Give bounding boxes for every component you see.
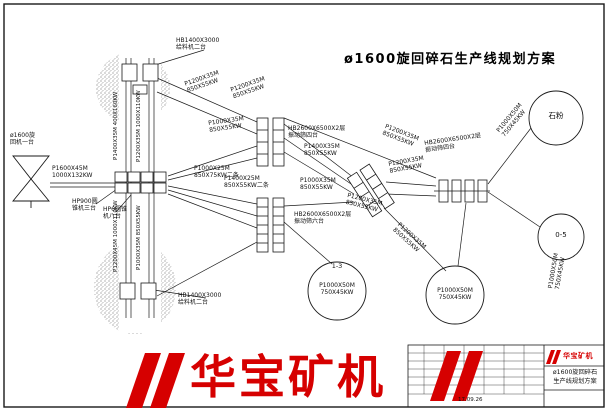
label-conveyor-vertical-1: P1400X35M 400X160KW [113,91,119,160]
label-conveyor-vertical-2: P1200X35M 1000X110KW [136,90,142,162]
titleblock-date: 17.09.26 [458,397,483,403]
titleblock-project-line1: ø1600旋回碎石 [552,369,598,376]
label-hp6-cone-crushers: HP6圆锥 机八台 [103,206,127,220]
label-product-stone-powder: 石粉 [548,111,564,120]
label-conveyor-1: P1200X35M 850X55KW [183,69,220,95]
label-screen-group-2: HB2600X6500X2层 振动筛六台 [294,211,352,225]
titleblock-project-line2: 生产线规划方案 [553,377,597,385]
label-feeder-top: HB1400X3000 给料机二台 [176,37,220,51]
label-conveyor-vertical-3: P1200X45M 1000X110KW [113,200,119,272]
titleblock-project-name: ø1600旋回碎石 生产线规划方案 [547,369,603,386]
label-conveyor-6: P1400X25M 850X55KW二条 [224,175,269,189]
label-feeder-bottom: HB1400X3000 给料机二台 [178,292,222,306]
label-conveyor-4: P1400X35M 850X55KW [304,143,340,157]
label-conveyor-3: P1000X35M 850X55KW [207,115,245,134]
label-conveyor-7: P1000X35M 850X55KW [300,177,336,191]
label-screen-group-1: HB2600X6500X2层 振动筛四台 [288,125,346,139]
huabao-logo-icon [126,350,561,408]
label-conveyor-9: P1200X35M 850X55KW [381,123,420,148]
label-conveyor-5: P1000X25M 850X75KW二条 [194,165,239,179]
cone-crushers [114,171,167,194]
label-product-right-conveyor: P1000X50M 750X45KW [437,287,473,301]
vibrating-screens [256,117,490,253]
title-block-grid [407,344,605,408]
label-product-1-3: 1-3 [331,262,343,270]
label-hp900-cone-crushers: HP900圆 锥机三台 [72,198,98,212]
label-conveyor-10: P1200X35M 850X55KW [387,154,425,175]
label-conveyor-2: P1200X35M 850X55KW [229,75,266,101]
label-conveyor-vertical-4: P1000X35M 850X55KW [136,205,142,270]
sheet-border [3,3,605,408]
label-gyratory-crusher: ø1600旋 回机一台 [10,132,35,146]
drawing-title: ø1600旋回碎石生产线规划方案 [344,52,557,67]
watermark-text: 华宝矿机 [190,350,386,404]
label-product-0-5: 0-5 [555,231,567,239]
label-conveyor-12: P1000X50M 750X45KW [547,252,567,291]
label-conveyor-p1600: P1600X45M 1000X132KW [52,165,93,179]
product-circles [307,90,585,325]
feeders [119,63,159,300]
gyratory-crusher-symbol [12,155,50,208]
label-conveyor-11: P1000X50M 750X45KW [495,101,527,139]
titleblock-company-name: 华宝矿机 [563,352,593,360]
label-screen-group-3: HB2600X6500X2层 振动筛四台 [423,132,482,154]
label-product-1-3-conveyor: P1000X50M 750X45KW [319,282,355,296]
label-conveyor-13: P1200X35M 850X55KW [391,221,428,254]
